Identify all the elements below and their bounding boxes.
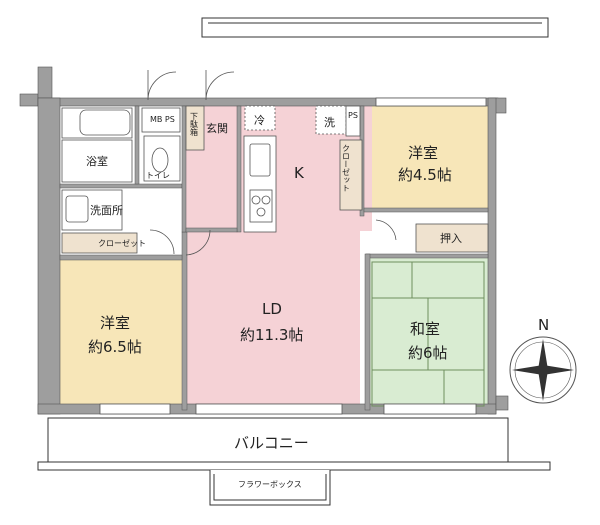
western-room-south xyxy=(60,260,182,410)
closet-label-b: クローゼット xyxy=(98,238,146,248)
bath-label: 浴室 xyxy=(86,154,108,168)
japanese-size: 約6帖 xyxy=(408,344,448,362)
western-south-name: 洋室 xyxy=(100,314,130,332)
toilet-label: トイレ xyxy=(146,171,170,180)
fridge-label: 冷 xyxy=(254,114,265,127)
bathroom-fixtures xyxy=(61,105,205,254)
balcony-outline xyxy=(37,417,551,506)
entrance-label: 玄関 xyxy=(206,121,228,135)
oshiire-label: 押入 xyxy=(440,231,462,245)
compass-north-label: N xyxy=(538,316,549,334)
western-room-north xyxy=(372,106,488,211)
mb-ps-label: MB PS xyxy=(150,115,175,124)
windows xyxy=(99,97,487,415)
japanese-name: 和室 xyxy=(410,320,440,338)
washroom-label: 洗面所 xyxy=(90,204,123,217)
corridor-outline xyxy=(201,17,549,38)
door-swings xyxy=(147,70,397,256)
kitchen-label: K xyxy=(294,164,305,182)
kitchen-fixtures xyxy=(243,105,363,233)
shoe-box-label: 下駄箱 xyxy=(190,112,199,137)
japanese-room xyxy=(370,258,488,410)
western-north-name: 洋室 xyxy=(408,144,438,162)
closet-label-a: クローゼット xyxy=(342,144,351,192)
western-north-size: 約4.5帖 xyxy=(398,166,452,184)
oshiire-closet xyxy=(415,223,489,253)
washer-label: 洗 xyxy=(324,116,335,129)
flower-box-label: フラワーボックス xyxy=(238,480,302,489)
western-south-size: 約6.5帖 xyxy=(88,338,142,356)
ld-size: 約11.3帖 xyxy=(240,326,303,344)
compass-rose: N xyxy=(509,316,577,404)
ld-name: LD xyxy=(262,300,282,318)
balcony-label: バルコニー xyxy=(234,434,309,452)
ps-label: PS xyxy=(348,111,358,120)
